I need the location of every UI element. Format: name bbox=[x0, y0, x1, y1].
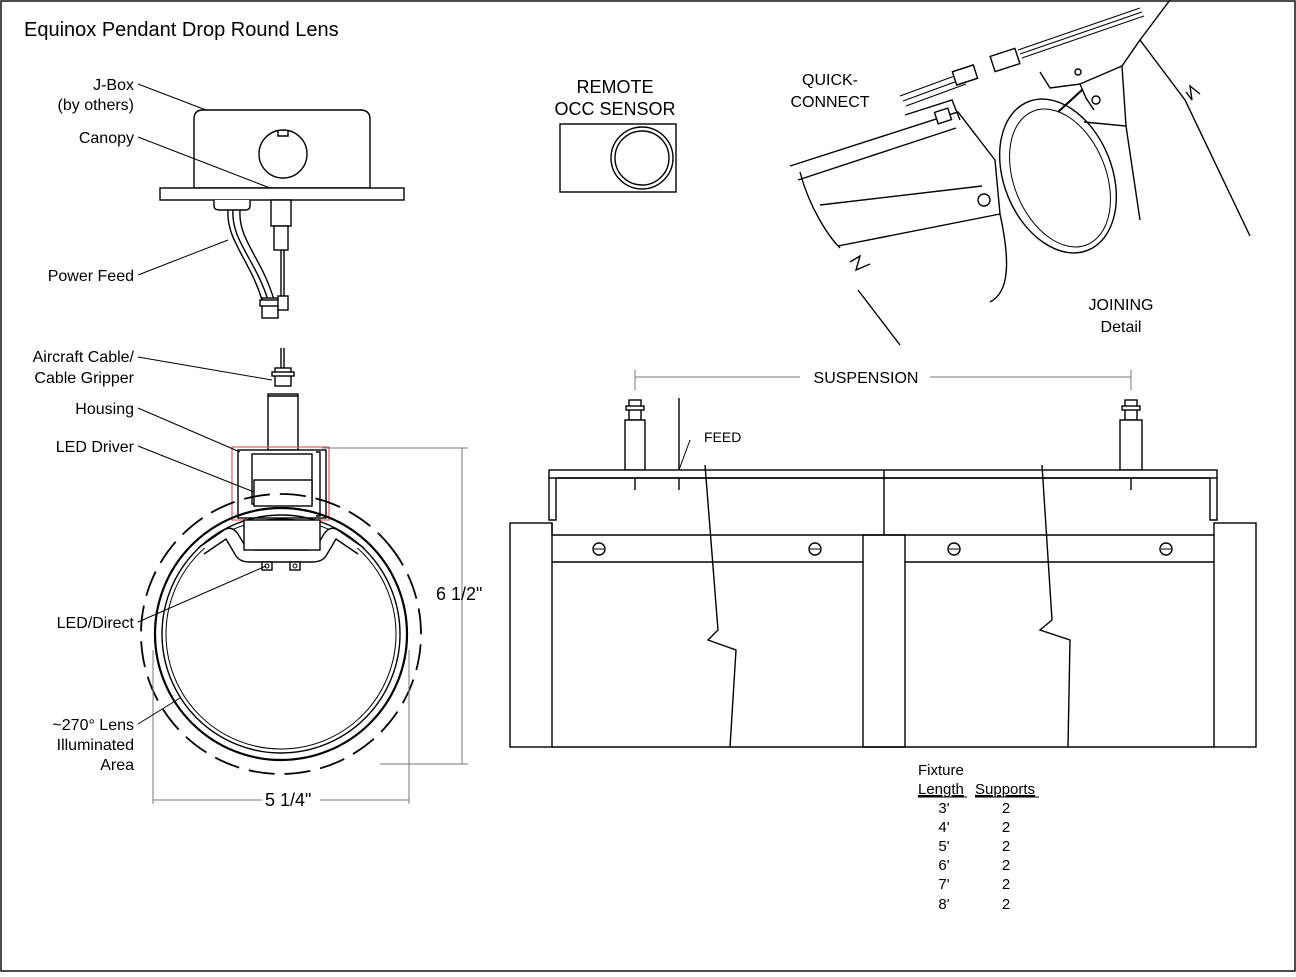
table-cell-supports: 2 bbox=[1002, 819, 1010, 836]
fixture-elevation-drawing bbox=[509, 398, 1257, 748]
leader-power-feed bbox=[137, 239, 229, 276]
table-cell-supports: 2 bbox=[1002, 800, 1010, 817]
table-header-length: Length bbox=[918, 781, 964, 798]
drawing-title: Equinox Pendant Drop Round Lens bbox=[24, 19, 339, 41]
table-cell-supports: 2 bbox=[1002, 857, 1010, 874]
label-jbox-line2: (by others) bbox=[58, 97, 134, 114]
table-cell-supports: 2 bbox=[1002, 896, 1010, 913]
label-aircraft-line2: Cable Gripper bbox=[34, 370, 134, 387]
label-lens-line3: Area bbox=[100, 757, 134, 774]
occ-sensor-drawing bbox=[559, 123, 677, 193]
label-canopy: Canopy bbox=[79, 130, 134, 147]
label-power-feed: Power Feed bbox=[48, 268, 134, 285]
table-cell-length: 3' bbox=[938, 800, 949, 817]
label-lens-line2: Illuminated bbox=[57, 737, 134, 754]
label-housing: Housing bbox=[75, 401, 134, 418]
label-remote-line1: REMOTE bbox=[576, 77, 653, 97]
suspension-dimension bbox=[634, 370, 1132, 390]
jbox-canopy-drawing bbox=[159, 109, 405, 319]
table-header-fixture: Fixture bbox=[918, 762, 964, 779]
label-feed: FEED bbox=[704, 429, 741, 445]
table-cell-length: 7' bbox=[938, 876, 949, 893]
leader-lens bbox=[137, 697, 181, 725]
dimension-width: 5 1/4" bbox=[265, 790, 311, 810]
label-led-direct: LED/Direct bbox=[57, 615, 135, 632]
label-remote-line2: OCC SENSOR bbox=[554, 99, 675, 119]
leader-canopy bbox=[137, 136, 271, 189]
label-quick-line2: CONNECT bbox=[790, 94, 869, 111]
table-cell-length: 6' bbox=[938, 857, 949, 874]
table-cell-supports: 2 bbox=[1002, 876, 1010, 893]
table-cell-supports: 2 bbox=[1002, 838, 1010, 855]
table-cell-length: 5' bbox=[938, 838, 949, 855]
table-cell-length: 4' bbox=[938, 819, 949, 836]
joining-detail-drawing bbox=[789, 0, 1251, 346]
dimension-height: 6 1/2" bbox=[436, 584, 482, 604]
leader-led-driver bbox=[137, 445, 255, 493]
round-section-drawing bbox=[140, 348, 422, 775]
leader-led-direct bbox=[137, 565, 267, 623]
leader-aircraft bbox=[137, 356, 273, 381]
supports-table: Fixture Length Supports 3' 2 4' 2 5' 2 6… bbox=[918, 762, 1039, 913]
label-aircraft-line1: Aircraft Cable/ bbox=[33, 349, 135, 366]
label-lens-line1: ~270° Lens bbox=[52, 717, 134, 734]
label-joining-line1: JOINING bbox=[1089, 297, 1154, 314]
label-led-driver: LED Driver bbox=[56, 439, 135, 456]
label-jbox-line1: J-Box bbox=[93, 77, 134, 94]
label-joining-line2: Detail bbox=[1101, 319, 1142, 336]
leader-jbox bbox=[137, 83, 207, 111]
table-cell-length: 8' bbox=[938, 896, 949, 913]
label-suspension: SUSPENSION bbox=[814, 370, 919, 387]
label-quick-line1: QUICK- bbox=[802, 72, 858, 89]
table-header-supports: Supports bbox=[975, 781, 1035, 798]
leader-housing bbox=[137, 407, 241, 453]
dimension-lines bbox=[152, 447, 468, 804]
